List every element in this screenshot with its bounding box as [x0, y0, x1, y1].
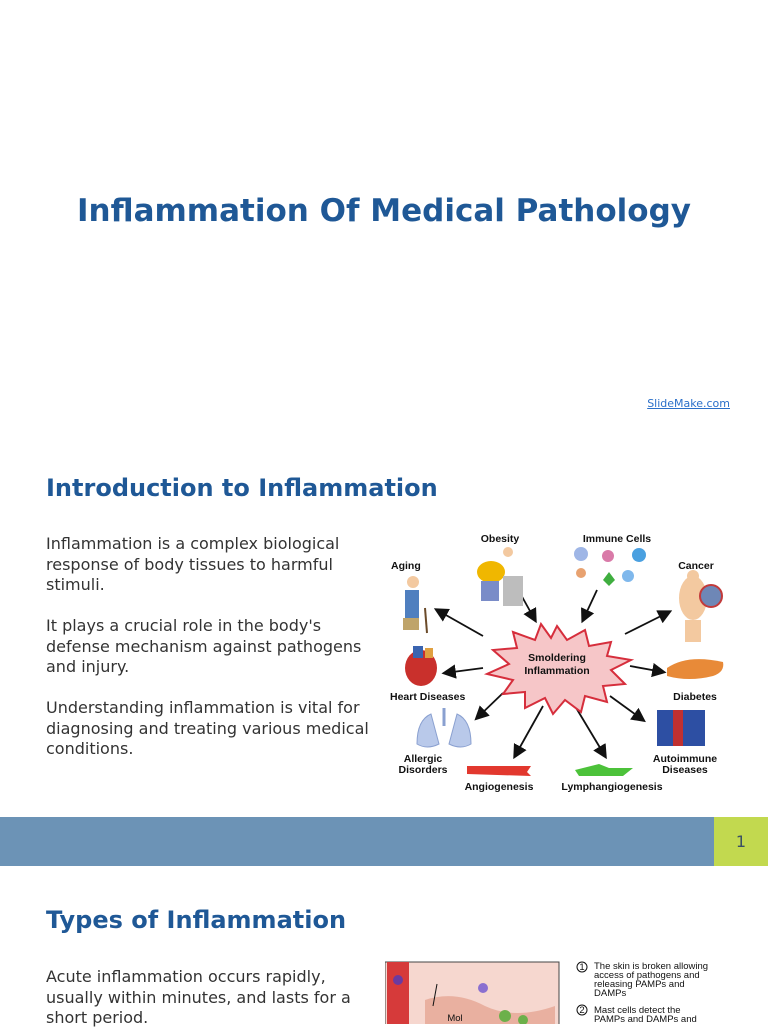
label-angiogenesis: Angiogenesis	[465, 781, 534, 793]
step2-number: 2	[579, 1005, 584, 1016]
slide2-heading: Types of Inflammation	[46, 906, 347, 934]
label-cancer: Cancer	[678, 560, 714, 572]
slide1-paragraph-3: Understanding inflammation is vital for …	[46, 698, 369, 758]
step2-line2: PAMPs and DAMPs and	[594, 1014, 697, 1024]
step1-line3: releasing PAMPs and	[594, 979, 685, 990]
starburst-shape	[483, 621, 635, 716]
slide1-paragraph-2: It plays a crucial role in the body's de…	[46, 616, 362, 676]
presentation-title: Inflammation Of Medical Pathology	[77, 193, 691, 229]
autoimmune-icon	[657, 710, 705, 746]
acute-inflammation-figure: Mol 1 The skin is broken allowing access…	[385, 961, 708, 1024]
slidemake-link[interactable]: SlideMake.com	[647, 397, 730, 410]
immune-cells-icon	[574, 547, 646, 586]
center-label-line2: Inflammation	[524, 665, 589, 677]
step2-line1: Mast cells detect the	[594, 1005, 681, 1016]
step1-line2: access of pathogens and	[594, 970, 700, 981]
aging-figure	[403, 576, 428, 634]
obesity-figure	[477, 547, 523, 606]
cancer-figure	[679, 570, 723, 642]
label-immune-cells: Immune Cells	[583, 533, 651, 545]
label-diabetes: Diabetes	[673, 691, 717, 703]
label-autoimmune-1: Autoimmune	[653, 753, 717, 765]
lungs-icon	[416, 708, 472, 748]
step1-line1: The skin is broken allowing	[594, 961, 708, 972]
label-heart-diseases: Heart Diseases	[390, 691, 465, 703]
heart-icon	[405, 646, 437, 686]
smoldering-inflammation-diagram: Smoldering Inflammation Obesity Immune C…	[385, 528, 730, 798]
slide1-paragraph-1: Inflammation is a complex biological res…	[46, 534, 340, 594]
slide1-heading: Introduction to Inflammation	[46, 474, 438, 502]
step1-line4: DAMPs	[594, 988, 626, 999]
label-lymphangiogenesis: Lymphangiogenesis	[561, 781, 662, 793]
step1-number: 1	[579, 962, 584, 973]
slide2-paragraph: Acute inflammation occurs rapidly, usual…	[46, 967, 351, 1027]
slide-footer-band	[0, 817, 714, 866]
page-number-badge: 1	[714, 817, 768, 866]
center-label-line1: Smoldering	[528, 652, 586, 664]
diagram-arrows	[433, 589, 673, 760]
figure-label-mol: Mol	[447, 1013, 462, 1024]
label-allergic-2: Disorders	[398, 764, 447, 776]
label-allergic-1: Allergic	[404, 753, 443, 765]
label-obesity: Obesity	[481, 533, 520, 545]
pancreas-icon	[667, 659, 724, 679]
label-autoimmune-2: Diseases	[662, 764, 708, 776]
label-aging: Aging	[391, 560, 421, 572]
lymph-vessel-icon	[575, 764, 633, 776]
angiogenesis-vessel-icon	[467, 766, 531, 776]
